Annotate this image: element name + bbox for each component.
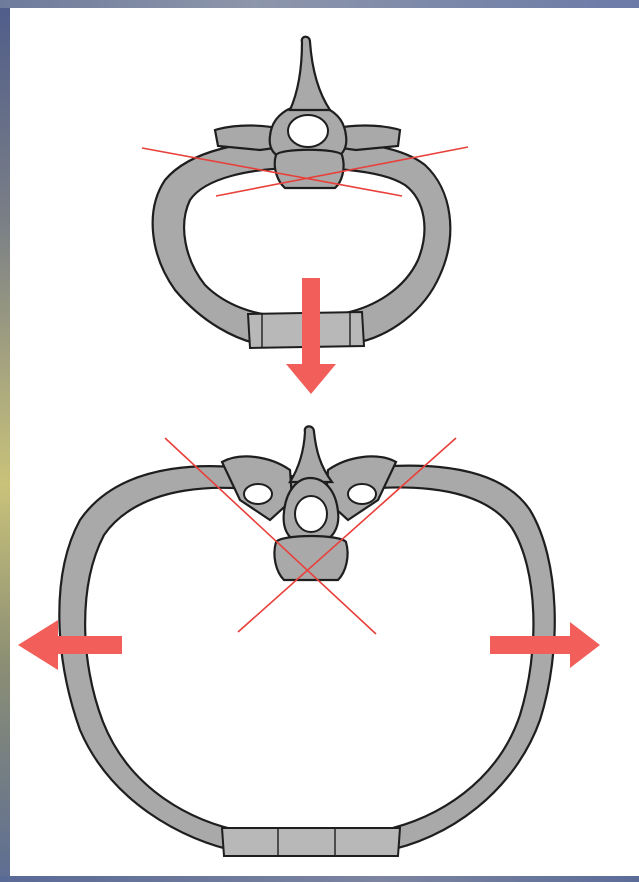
upper-spinal-canal [288, 115, 328, 147]
lower-thorax-cross-section [59, 426, 554, 856]
lower-spinal-canal [295, 496, 327, 532]
lower-spinous-process [290, 426, 332, 482]
lower-sternum [222, 828, 400, 856]
upper-spinous-process [290, 37, 330, 110]
